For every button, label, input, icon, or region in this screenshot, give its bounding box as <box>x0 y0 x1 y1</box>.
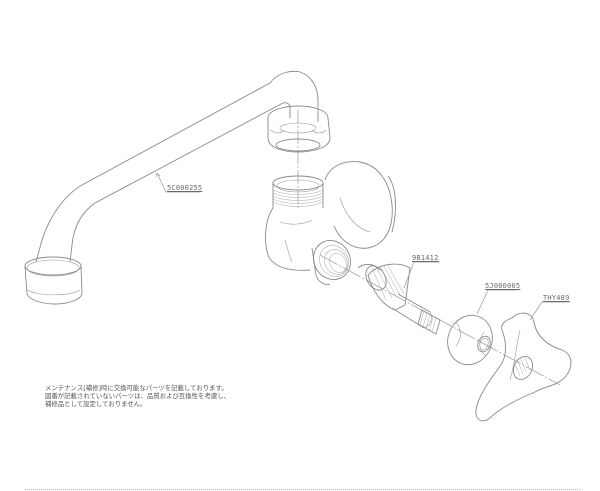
union-nut-drawing <box>267 105 331 153</box>
bottom-dotted-divider <box>25 489 580 490</box>
maintenance-note: メンテナンス[補修]時に交換可能なパーツを記載しております。 図番が記載されてい… <box>45 384 230 408</box>
note-line-2: 図番が記載されていないパーツは、品質および互換性を考慮し、 <box>45 392 231 400</box>
note-line-1: メンテナンス[補修]時に交換可能なパーツを記載しております。 <box>45 384 228 392</box>
part-label-cap-nut: 5J000005 <box>485 282 521 290</box>
elbow-body-drawing <box>265 161 396 285</box>
cap-nut-drawing <box>447 289 516 366</box>
note-line-3: 補修品として設定しておりません。 <box>45 400 147 408</box>
spout-drawing <box>24 70 319 305</box>
part-label-spout: 5C000255 <box>167 184 203 192</box>
part-label-cartridge: 9B1412 <box>412 254 439 262</box>
handle-drawing <box>475 301 572 422</box>
part-label-handle: THY489 <box>543 294 570 302</box>
cartridge-drawing <box>357 261 441 335</box>
